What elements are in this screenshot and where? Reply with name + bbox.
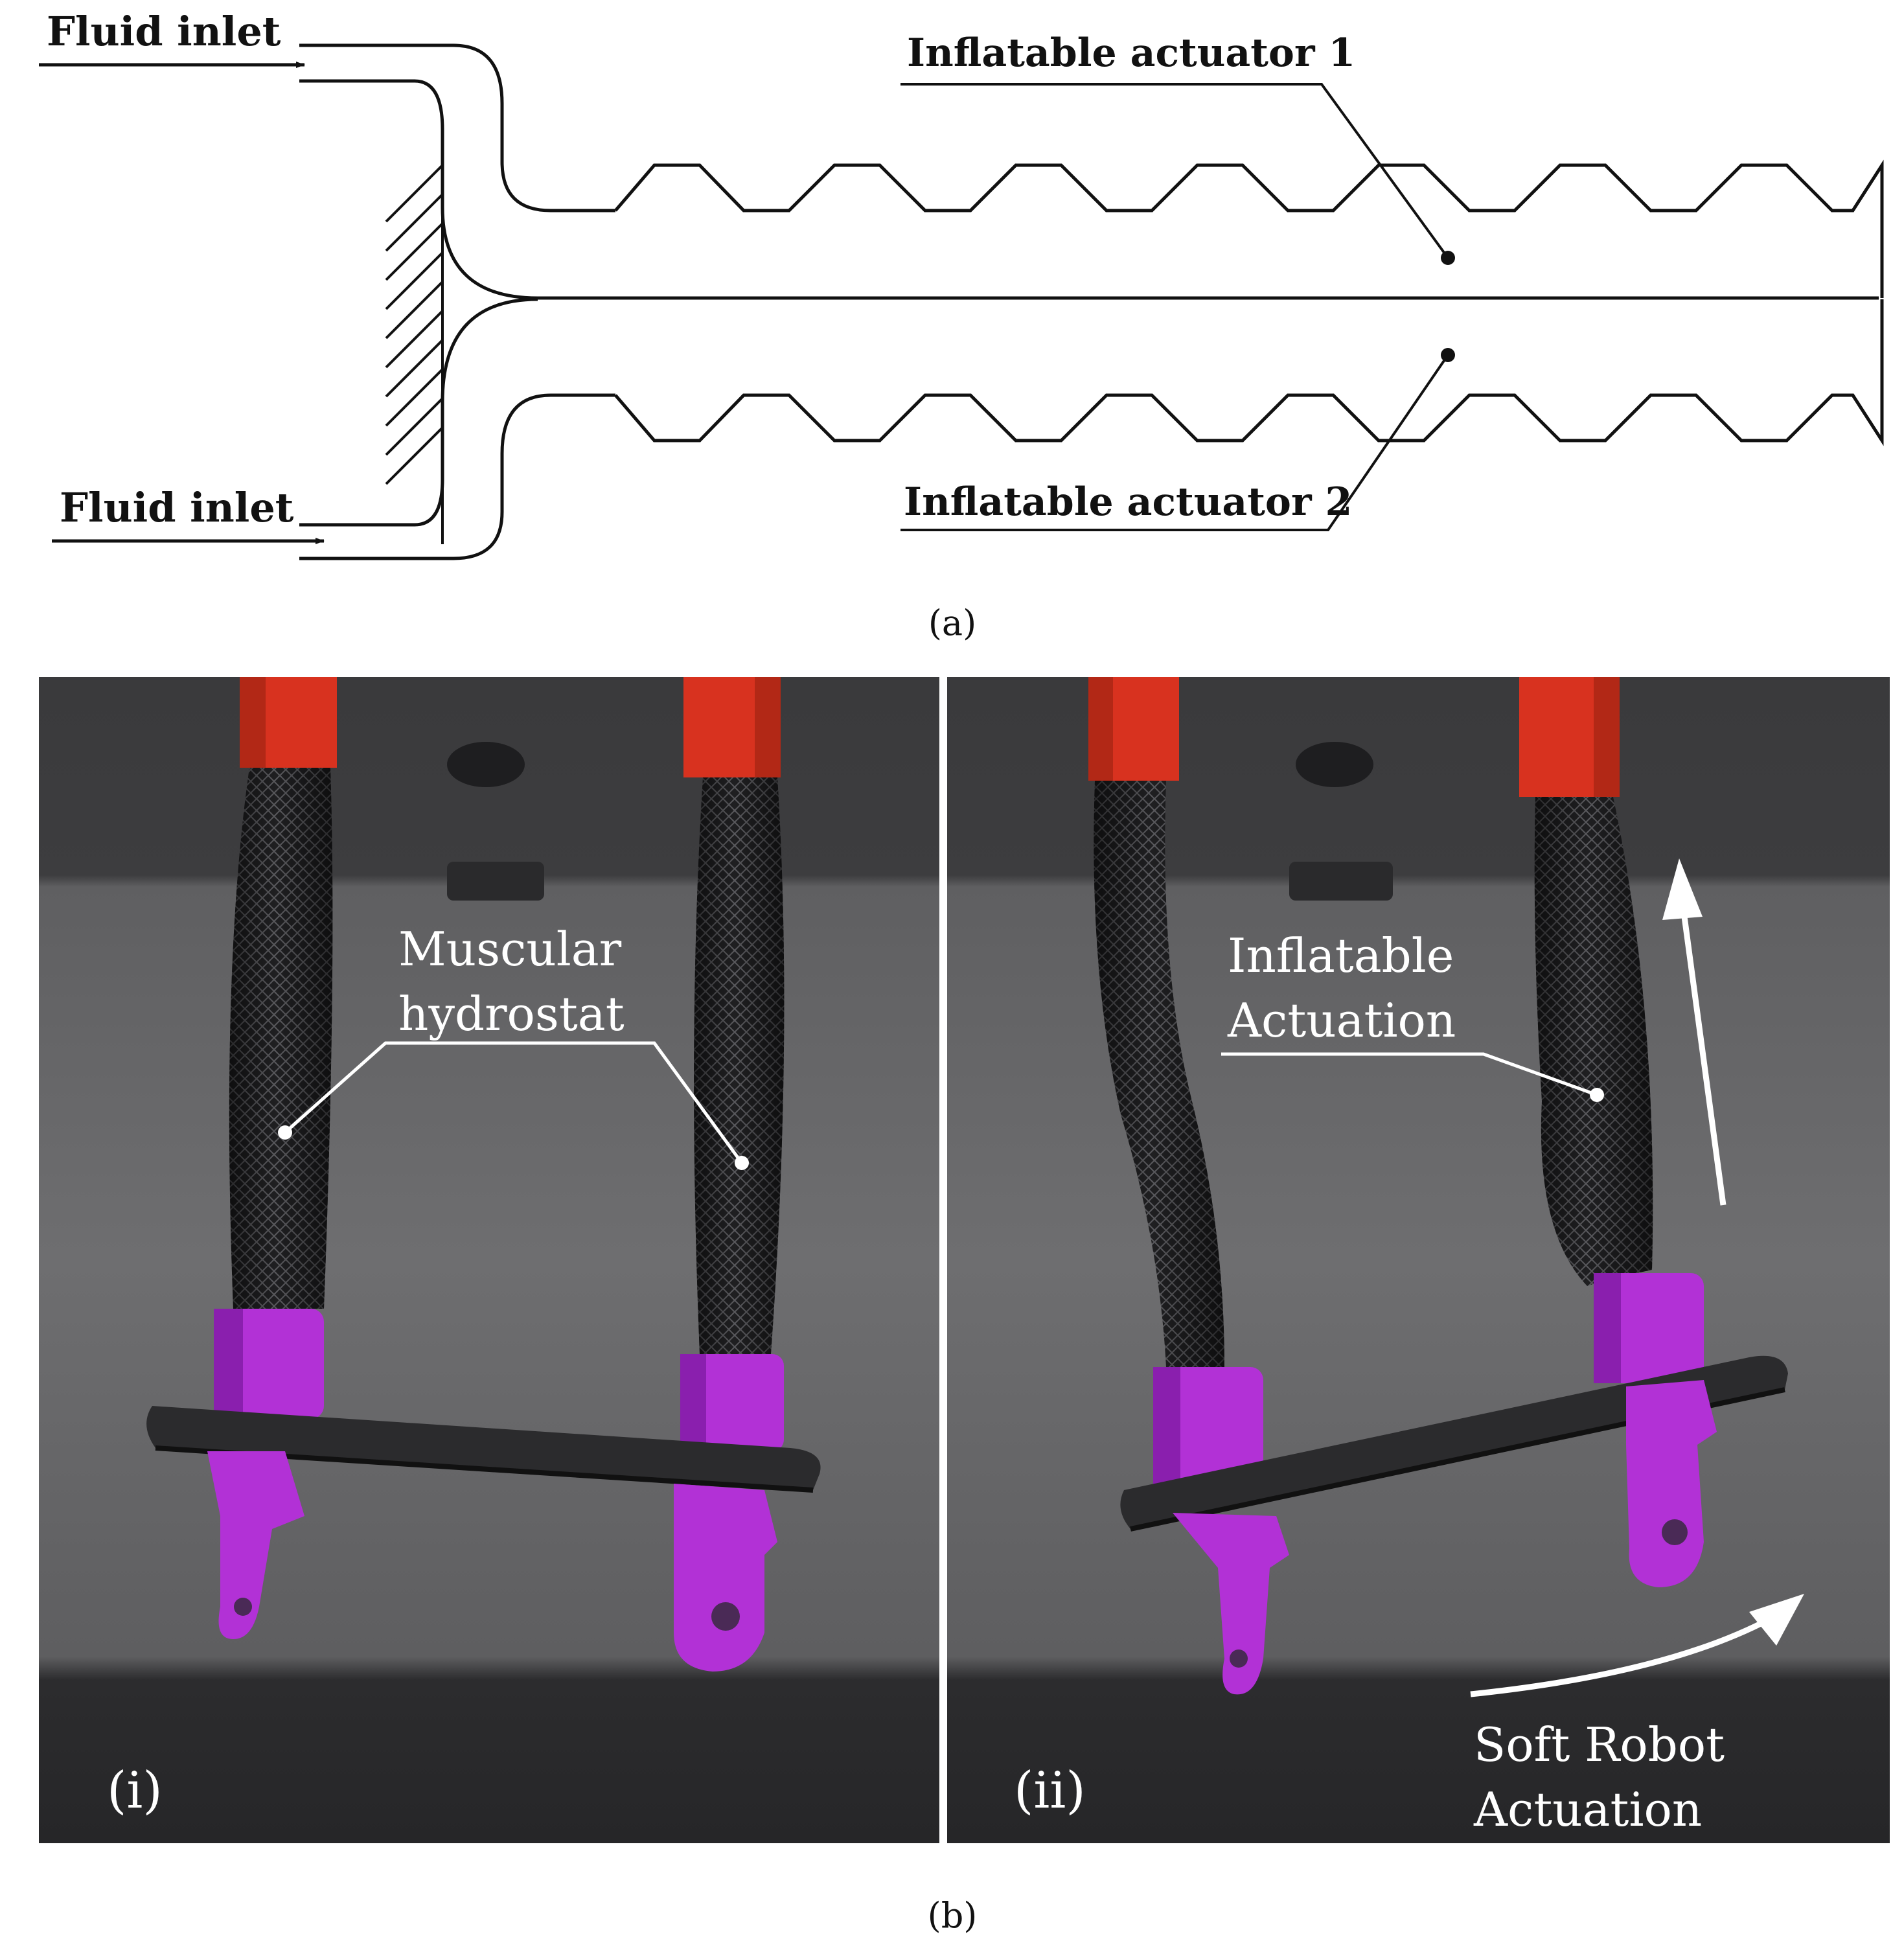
leader-dot-right bbox=[735, 1156, 749, 1170]
left-eyelet-ii bbox=[1173, 1513, 1289, 1695]
inflatable-leader-dot bbox=[1590, 1088, 1604, 1102]
inflatable-label-line1: Inflatable bbox=[1228, 928, 1454, 983]
left-tube bbox=[214, 677, 337, 1419]
left-tube-ii bbox=[1088, 677, 1263, 1484]
plate-i bbox=[146, 1406, 821, 1490]
muscular-label-line2: hydrostat bbox=[398, 987, 625, 1041]
wall-hatching bbox=[385, 155, 444, 544]
actuator-2-leader-dot bbox=[1441, 348, 1455, 362]
top-inlet-channel-outer bbox=[299, 43, 615, 213]
plate-ii bbox=[1120, 1355, 1788, 1529]
actuator-2-outline bbox=[614, 299, 1884, 446]
fluid-inlet-top-label: Fluid inlet bbox=[47, 8, 281, 55]
inflatable-leader bbox=[1221, 1052, 1598, 1097]
photo-panel-ii: Inflatable Actuation Soft Robot Actuatio… bbox=[947, 677, 1890, 1843]
actuator-2-label: Inflatable actuator 2 bbox=[904, 479, 1352, 525]
top-inlet-channel-inner bbox=[299, 79, 1879, 300]
actuator-1-leader bbox=[900, 83, 1449, 259]
caption-a: (a) bbox=[928, 603, 976, 643]
curved-motion-arrow bbox=[1470, 1594, 1804, 1697]
actuator-2-leader bbox=[900, 354, 1449, 531]
muscular-hydrostat-leader bbox=[284, 1041, 744, 1164]
right-tube bbox=[680, 677, 785, 1451]
right-eyelet-ii bbox=[1626, 1380, 1717, 1587]
leader-dot-left bbox=[278, 1125, 292, 1140]
caption-b: (b) bbox=[928, 1895, 978, 1936]
diagram-a bbox=[39, 43, 1884, 560]
fluid-inlet-bottom-label: Fluid inlet bbox=[60, 484, 294, 531]
bottom-inlet-channel-outer bbox=[299, 393, 615, 560]
left-eyelet bbox=[207, 1451, 304, 1639]
panel-i-tag: (i) bbox=[107, 1762, 163, 1820]
bottom-inlet-channel-inner bbox=[299, 297, 538, 527]
upward-motion-arrow bbox=[1662, 858, 1726, 1206]
actuator-1-leader-dot bbox=[1441, 251, 1455, 265]
soft-robot-label-line2: Actuation bbox=[1473, 1782, 1702, 1837]
right-tube-ii bbox=[1519, 677, 1704, 1383]
muscular-label-line1: Muscular bbox=[398, 922, 622, 976]
panel-ii-tag: (ii) bbox=[1014, 1762, 1086, 1820]
right-eyelet bbox=[674, 1484, 777, 1672]
photo-panel-i: Muscular hydrostat (i) bbox=[39, 677, 939, 1843]
actuator-1-outline bbox=[614, 159, 1884, 298]
photo-separator bbox=[939, 677, 947, 1843]
inflatable-label-line2: Actuation bbox=[1227, 993, 1456, 1048]
soft-robot-label-line1: Soft Robot bbox=[1474, 1718, 1725, 1772]
actuator-1-label: Inflatable actuator 1 bbox=[907, 30, 1355, 76]
